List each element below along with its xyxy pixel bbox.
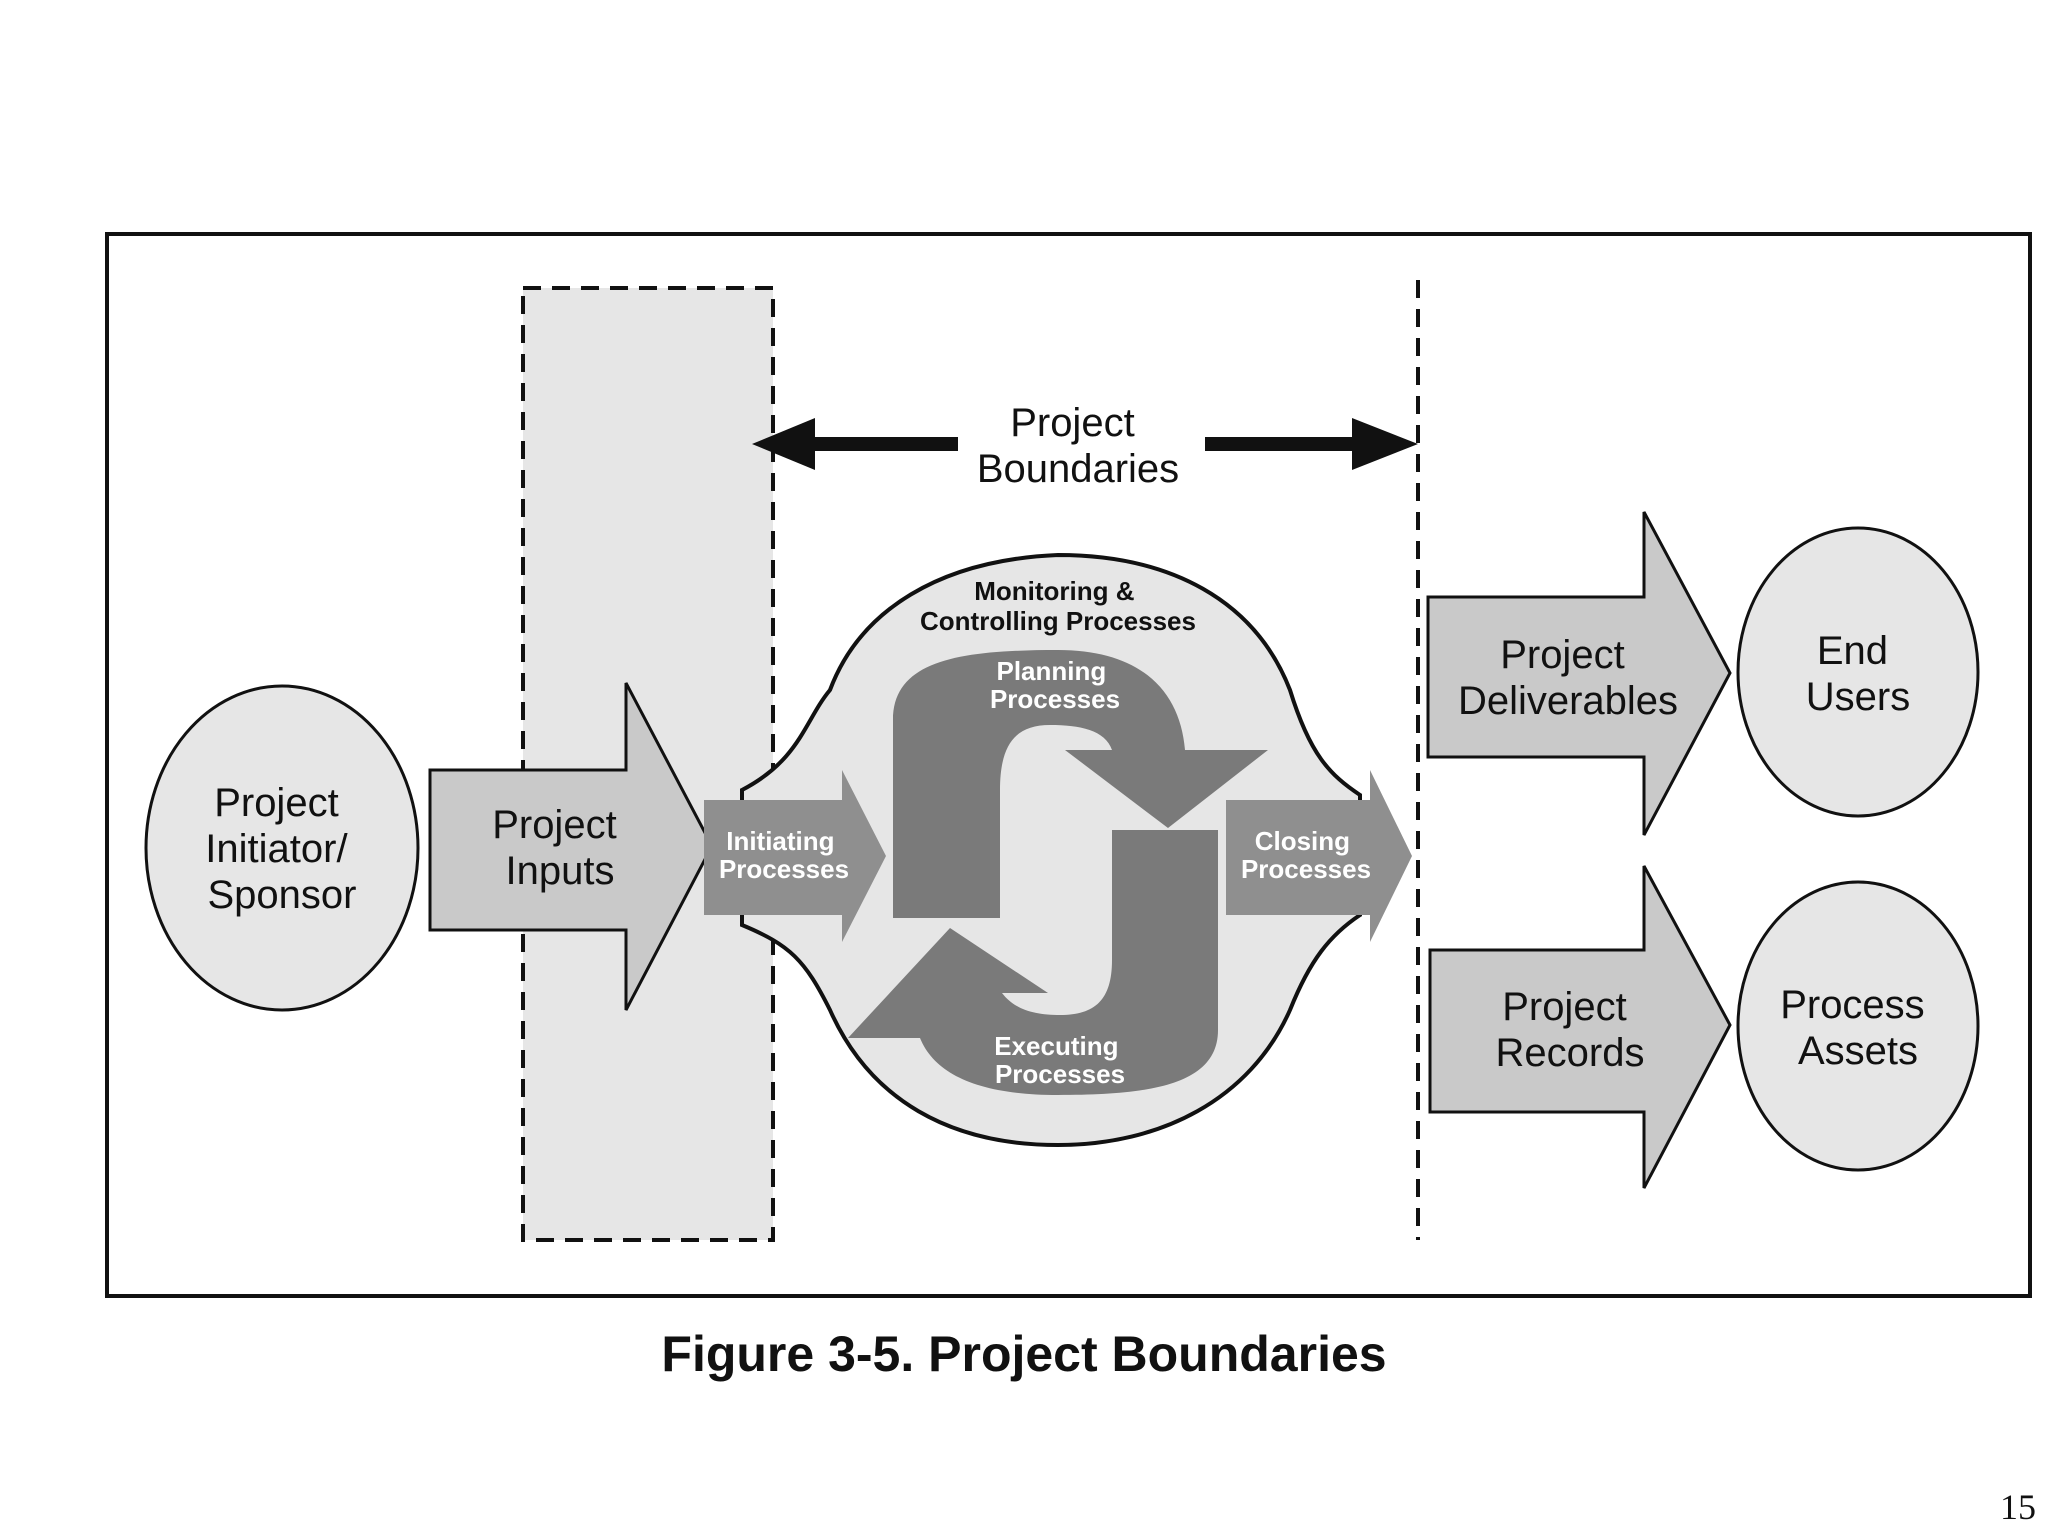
- closing-processes-arrow: [1226, 770, 1412, 942]
- end-users-label: End Users: [1806, 629, 1910, 719]
- closing-label: Closing Processes: [1241, 826, 1371, 884]
- project-deliverables-label: Project Deliverables: [1458, 633, 1678, 723]
- initiating-processes-arrow: [704, 770, 886, 942]
- process-assets-ellipse: [1736, 880, 1980, 1172]
- planning-label: Planning Processes: [990, 656, 1120, 714]
- project-boundaries-arrow: [752, 418, 1418, 470]
- planning-processes-arrow: [893, 650, 1268, 918]
- process-assets-label: Process Assets: [1780, 983, 1936, 1073]
- initiating-label: Initiating Processes: [719, 826, 849, 884]
- monitoring-label: Monitoring & Controlling Processes: [920, 576, 1196, 636]
- project-inputs-label: Project Inputs: [492, 803, 628, 893]
- project-records-arrow: [1428, 865, 1732, 1189]
- project-inputs-arrow: [428, 682, 714, 1011]
- page-number: 15: [2000, 1487, 2036, 1527]
- project-boundaries-label: Project Boundaries: [977, 401, 1179, 491]
- end-users-ellipse: [1736, 526, 1980, 818]
- project-deliverables-arrow: [1426, 511, 1732, 836]
- sponsor-ellipse: [144, 684, 420, 1012]
- project-records-label: Project Records: [1496, 985, 1645, 1075]
- figure-caption: Figure 3-5. Project Boundaries: [661, 1326, 1387, 1382]
- executing-label: Executing Processes: [994, 1031, 1125, 1089]
- executing-processes-arrow: [848, 830, 1218, 1095]
- sponsor-label: Project Initiator/ Sponsor: [205, 781, 358, 917]
